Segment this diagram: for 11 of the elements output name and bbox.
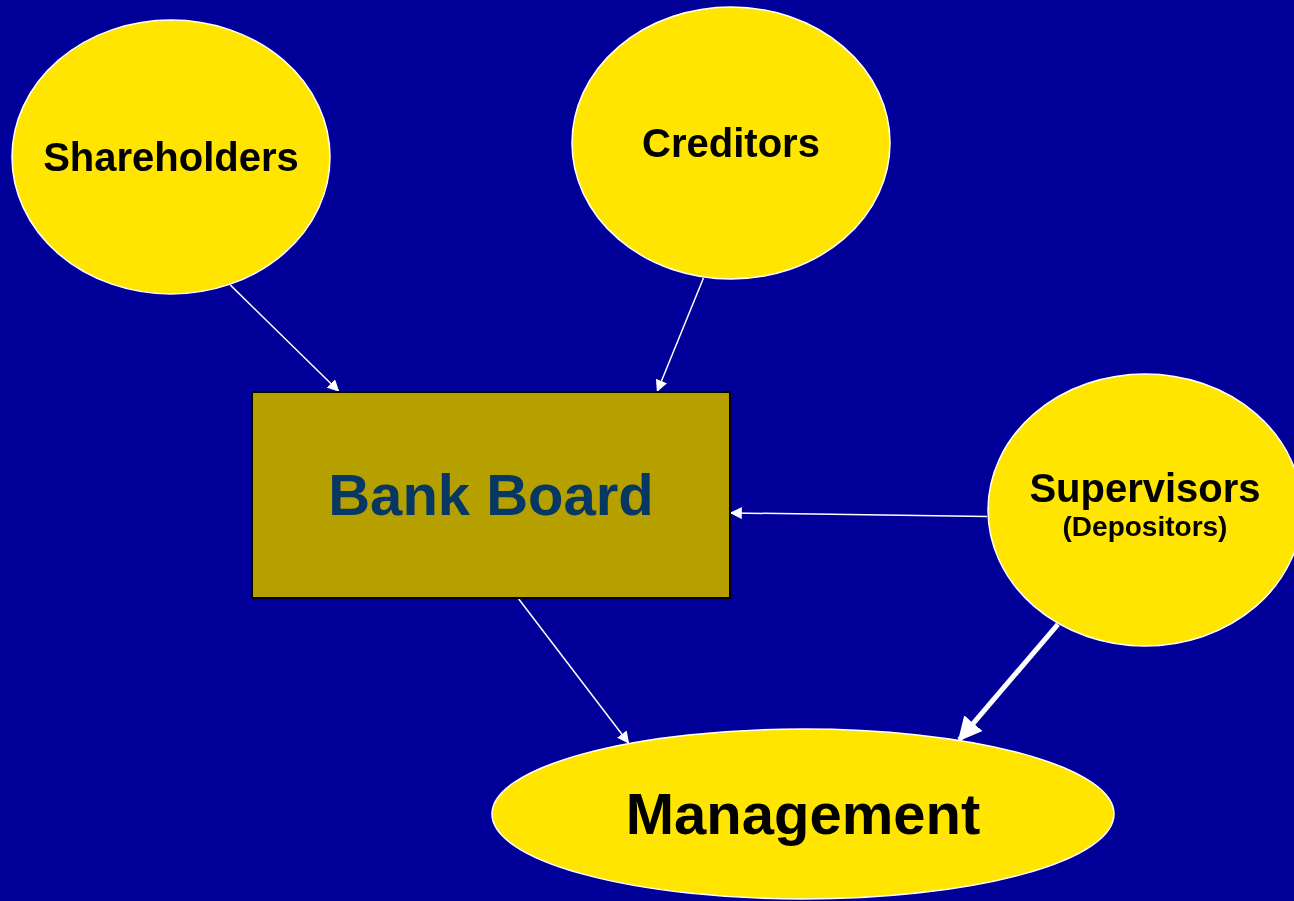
node-sublabel: (Depositors) (1062, 510, 1228, 544)
arrow (229, 284, 340, 392)
arrow (957, 622, 1060, 742)
arrow (655, 277, 705, 393)
node-label: Supervisors (1029, 464, 1261, 511)
node-label: Bank Board (328, 461, 654, 529)
arrow (518, 598, 630, 744)
node-label: Creditors (642, 120, 820, 166)
node-label: Shareholders (43, 134, 299, 180)
board-box (251, 391, 731, 599)
node-label: Management (625, 780, 981, 848)
